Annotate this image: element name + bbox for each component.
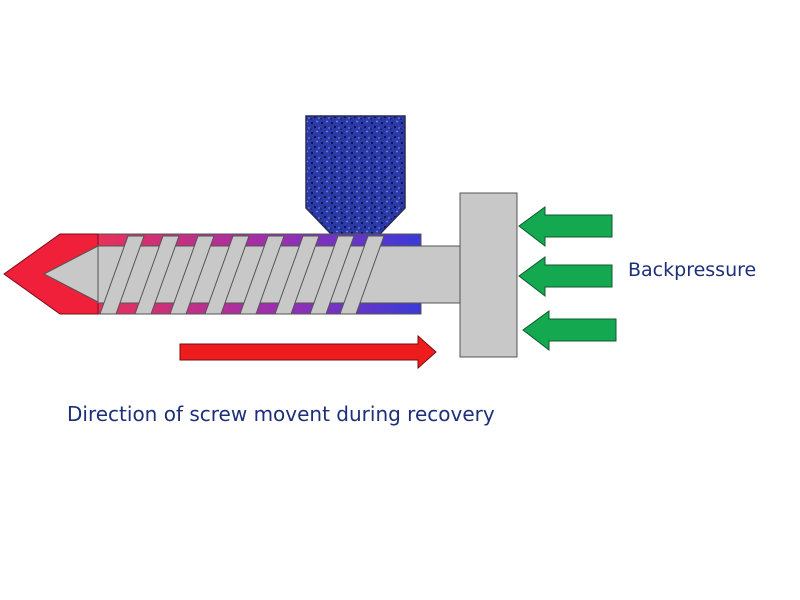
- backpressure-arrows: [518, 206, 617, 352]
- direction-label: Direction of screw movent during recover…: [67, 402, 495, 426]
- red-direction-arrow-icon: [179, 334, 437, 370]
- hopper-icon: [305, 115, 406, 237]
- screw-flights: [99, 235, 385, 315]
- green-arrow-icon: [518, 256, 613, 298]
- green-arrow-icon: [518, 206, 613, 248]
- green-arrow-icon: [522, 310, 617, 352]
- backpressure-label: Backpressure: [628, 259, 757, 281]
- screw-flange: [459, 192, 518, 358]
